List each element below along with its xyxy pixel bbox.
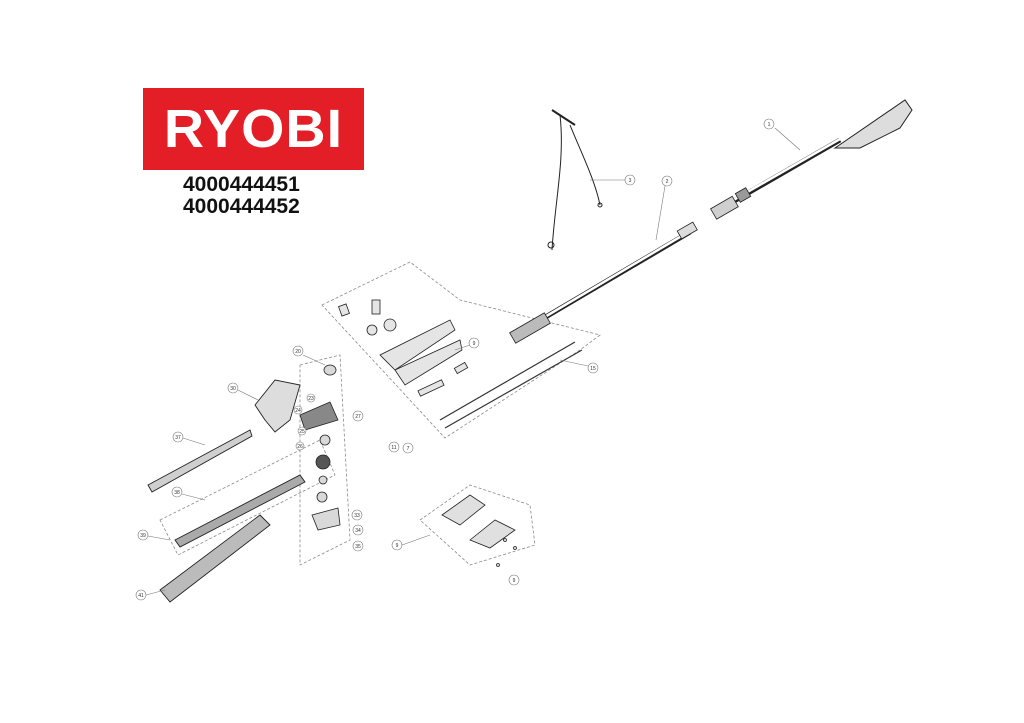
callout-label: 20 (295, 349, 301, 355)
callout-circle (292, 345, 304, 357)
callout-circle (306, 393, 316, 403)
callout-label: 38 (174, 490, 180, 496)
callout-label: 9 (473, 341, 476, 347)
group-outlines (159, 261, 601, 566)
part-1-handle-shaft (710, 99, 913, 220)
callout-circle (293, 405, 303, 415)
callout-circle (508, 574, 520, 586)
part-30-guard (254, 379, 301, 433)
callout-label: 9 (513, 578, 516, 584)
callout-label: 9 (396, 543, 399, 549)
motor-group-parts (338, 299, 469, 397)
ryobi-logo-text: RYOBI (163, 99, 344, 159)
callout-label: 2 (666, 179, 669, 185)
callout-circle (352, 524, 364, 536)
callout-circle (352, 410, 364, 422)
callout-label: 41 (138, 593, 144, 599)
callouts (135, 118, 801, 601)
callout-circle (352, 540, 364, 552)
callout-circle (402, 442, 414, 454)
callout-label: 24 (295, 408, 301, 414)
callout-label: 11 (391, 445, 396, 451)
callout-label: 1 (768, 122, 771, 128)
outline-gearbox-group (299, 354, 351, 566)
callout-circle (297, 426, 307, 436)
part-number-1: 4000444451 (183, 173, 300, 196)
callout-labels: 1 2 3 9 15 20 23 24 25 26 27 30 33 34 35… (138, 122, 770, 599)
ryobi-logo: RYOBI (143, 88, 364, 170)
part-3-shoulder-strap (547, 109, 603, 251)
callout-label: 7 (407, 446, 410, 452)
callout-circle (351, 509, 363, 521)
gearbox-group-parts (299, 364, 341, 531)
callout-circle (468, 337, 480, 349)
outline-head-group (419, 484, 536, 566)
callout-circle (172, 431, 184, 443)
callout-label: 30 (230, 386, 236, 392)
callout-label: 35 (355, 544, 361, 550)
callout-circle (388, 441, 400, 453)
callout-label: 27 (355, 414, 361, 420)
outline-motor-group (321, 261, 601, 439)
callout-label: 26 (297, 444, 303, 450)
part-41-scabbard (159, 514, 271, 603)
callout-label: 34 (355, 528, 361, 534)
part-2-extension-shaft (509, 221, 698, 344)
callout-label: 37 (175, 435, 181, 441)
callout-circle (295, 441, 305, 451)
callout-circle (624, 174, 636, 186)
callout-circle (227, 382, 239, 394)
callout-circle (763, 118, 775, 130)
part-39-blade (174, 474, 306, 548)
callout-label: 23 (308, 396, 314, 402)
callout-label: 33 (354, 513, 360, 519)
part-37-blade-cover (147, 429, 253, 493)
callout-label: 25 (299, 429, 305, 435)
part-number-2: 4000444452 (183, 195, 300, 218)
outline-blade-group (159, 439, 336, 556)
callout-circle (661, 175, 673, 187)
callout-label: 3 (629, 178, 632, 184)
callout-circle (587, 362, 599, 374)
callout-circle (135, 589, 147, 601)
callout-circle (137, 529, 149, 541)
callout-circle (391, 539, 403, 551)
callout-label: 39 (140, 533, 146, 539)
callout-label: 15 (590, 366, 596, 372)
part-15-rods (439, 341, 583, 429)
callout-circle (171, 486, 183, 498)
head-group-parts (441, 494, 517, 567)
